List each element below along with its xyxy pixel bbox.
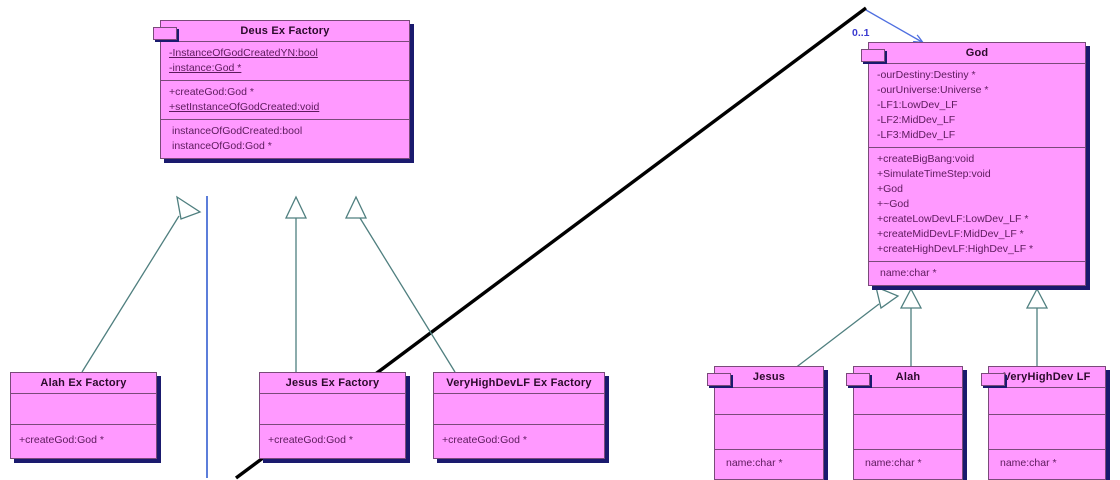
class-member: name:char * xyxy=(726,457,783,469)
class-name-veryhighdev-lf: VeryHighDev LF xyxy=(1003,371,1091,383)
association-multiplicity-label: 0..1 xyxy=(852,27,870,39)
class-member: +createMidDevLF:MidDev_LF * xyxy=(877,228,1024,240)
operations-compartment xyxy=(854,414,962,449)
class-member: -instance:God * xyxy=(169,62,242,74)
inheritance-jesus-ex-factory xyxy=(284,195,308,372)
class-box-alah[interactable]: Alah name:char * xyxy=(846,366,963,480)
inheritance-alah xyxy=(899,287,923,372)
class-member: -ourDestiny:Destiny * xyxy=(877,69,976,81)
operations-compartment xyxy=(715,414,823,449)
attributes-compartment: -ourDestiny:Destiny * -ourUniverse:Unive… xyxy=(869,63,1085,147)
class-member: +createGod:God * xyxy=(268,434,353,446)
inheritance-jesus xyxy=(789,285,900,373)
operations-compartment: +createGod:God * xyxy=(434,424,604,458)
attributes-compartment xyxy=(989,387,1105,414)
class-member: -ourUniverse:Universe * xyxy=(877,84,989,96)
class-box-jesus-ex-factory[interactable]: Jesus Ex Factory +createGod:God * xyxy=(259,372,406,459)
association-line-god xyxy=(865,9,922,42)
class-name-deus-ex-factory: Deus Ex Factory xyxy=(240,25,330,37)
class-member: -LF1:LowDev_LF xyxy=(877,99,958,111)
class-box-veryhighdev-lf[interactable]: VeryHighDev LF name:char * xyxy=(981,366,1106,480)
inheritance-veryhighdev-lf xyxy=(1025,287,1049,372)
class-member: +createGod:God * xyxy=(442,434,527,446)
class-name-god: God xyxy=(965,47,989,59)
attributes-compartment xyxy=(434,393,604,424)
operations-compartment: +createGod:God * xyxy=(11,424,156,458)
class-box-veryhighdevlf-ex-factory[interactable]: VeryHighDevLF Ex Factory +createGod:God … xyxy=(433,372,605,459)
operations-compartment: +createGod:God * +setInstanceOfGodCreate… xyxy=(161,80,409,119)
class-member: +createGod:God * xyxy=(169,86,254,98)
extra-compartment: name:char * xyxy=(715,449,823,479)
attributes-compartment xyxy=(854,387,962,414)
class-name-veryhighdevlf-ex-factory: VeryHighDevLF Ex Factory xyxy=(446,377,592,389)
class-member: -LF2:MidDev_LF xyxy=(877,114,956,126)
class-name-alah: Alah xyxy=(895,371,921,383)
extra-compartment: instanceOfGodCreated:bool instanceOfGod:… xyxy=(161,119,409,158)
extra-compartment: name:char * xyxy=(869,261,1085,285)
attributes-compartment: -InstanceOfGodCreatedYN:bool -instance:G… xyxy=(161,41,409,80)
class-member: +createBigBang:void xyxy=(877,153,975,165)
class-member: +SimulateTimeStep:void xyxy=(877,168,991,180)
class-name-alah-ex-factory: Alah Ex Factory xyxy=(40,377,127,389)
class-box-deus-ex-factory[interactable]: Deus Ex Factory -InstanceOfGodCreatedYN:… xyxy=(153,20,410,159)
class-member: +setInstanceOfGodCreated:void xyxy=(169,101,320,113)
operations-compartment xyxy=(989,414,1105,449)
operations-compartment: +createBigBang:void +SimulateTimeStep:vo… xyxy=(869,147,1085,261)
class-member: name:char * xyxy=(865,457,922,469)
extra-compartment: name:char * xyxy=(854,449,962,479)
class-name-jesus: Jesus xyxy=(752,371,786,383)
class-member: instanceOfGod:God * xyxy=(172,140,272,152)
class-member: instanceOfGodCreated:bool xyxy=(172,125,303,137)
class-member: name:char * xyxy=(880,267,937,279)
class-box-alah-ex-factory[interactable]: Alah Ex Factory +createGod:God * xyxy=(10,372,157,459)
class-icon-tab xyxy=(861,49,885,62)
class-member: +~God xyxy=(877,198,910,210)
class-member: +God xyxy=(877,183,903,195)
attributes-compartment xyxy=(260,393,405,424)
class-box-god[interactable]: God -ourDestiny:Destiny * -ourUniverse:U… xyxy=(861,42,1086,286)
class-icon-tab xyxy=(846,373,870,386)
class-member: name:char * xyxy=(1000,457,1057,469)
class-member: +createGod:God * xyxy=(19,434,104,446)
class-member: -LF3:MidDev_LF xyxy=(877,129,956,141)
class-icon-tab xyxy=(153,27,177,40)
inheritance-veryhighdevlf-ex-factory xyxy=(344,195,456,373)
class-icon-tab xyxy=(981,373,1005,386)
class-name-jesus-ex-factory: Jesus Ex Factory xyxy=(285,377,380,389)
extra-compartment: name:char * xyxy=(989,449,1105,479)
attributes-compartment xyxy=(715,387,823,414)
class-member: +createHighDevLF:HighDev_LF * xyxy=(877,243,1034,255)
inheritance-alah-ex-factory xyxy=(81,195,202,373)
class-icon-tab xyxy=(707,373,731,386)
class-member: -InstanceOfGodCreatedYN:bool xyxy=(169,47,318,59)
attributes-compartment xyxy=(11,393,156,424)
class-box-jesus[interactable]: Jesus name:char * xyxy=(707,366,824,480)
operations-compartment: +createGod:God * xyxy=(260,424,405,458)
class-member: +createLowDevLF:LowDev_LF * xyxy=(877,213,1029,225)
